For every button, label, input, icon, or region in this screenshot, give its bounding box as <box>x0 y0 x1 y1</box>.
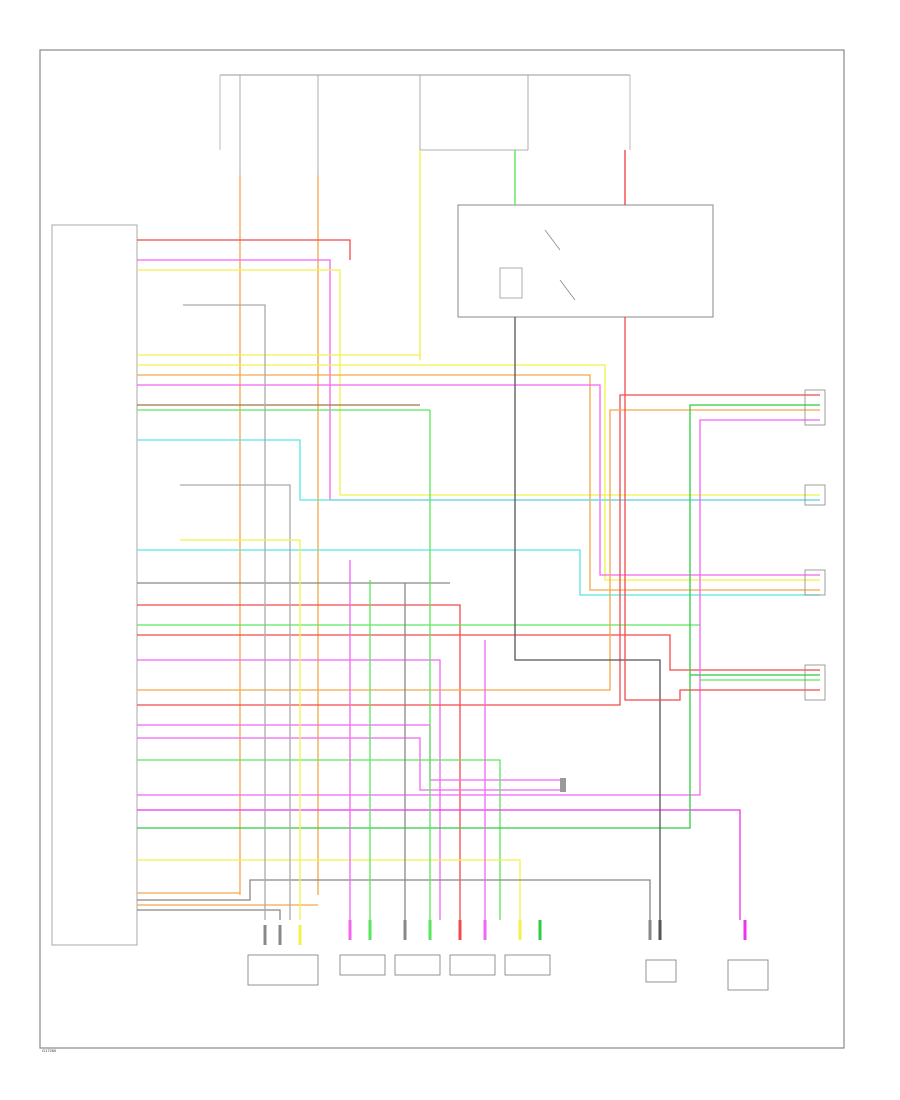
fuses <box>239 75 529 175</box>
relay-box <box>457 204 714 318</box>
module-wires <box>137 239 820 920</box>
diagram-id: G17260 <box>42 1048 57 1053</box>
electronic-suspension-control-module <box>51 224 138 946</box>
ground-box <box>645 959 677 983</box>
actuator-lf <box>339 954 386 976</box>
bottom-components <box>247 954 769 991</box>
diagram-frame <box>39 49 845 1049</box>
actuator-rf <box>394 954 441 976</box>
actuator-rr <box>504 954 551 976</box>
right-connectors <box>804 389 826 701</box>
actuator-lr <box>449 954 496 976</box>
sensor-box-1 <box>247 954 319 986</box>
powertrain-module-box <box>727 959 769 991</box>
